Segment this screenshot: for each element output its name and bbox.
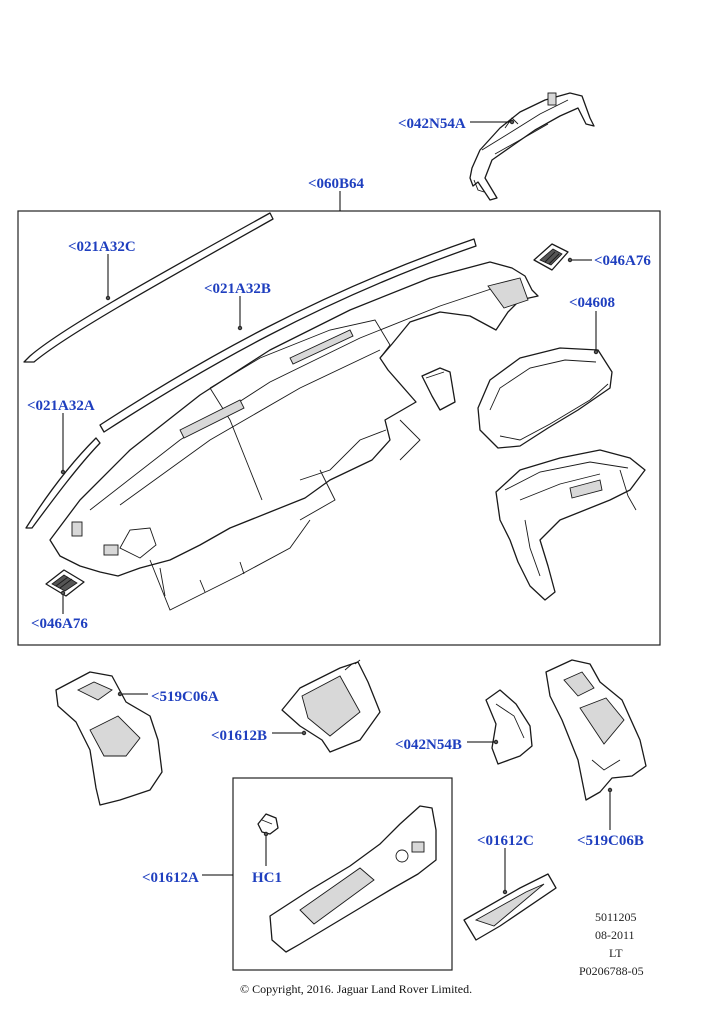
trim-strip-b [99,238,477,433]
top-bracket-part [469,92,595,201]
callout-strip-b[interactable]: <021A32B [204,281,271,297]
drawing-lt: LT [609,946,623,960]
callout-top-bracket[interactable]: <042N54A [398,116,466,132]
callout-console-trim[interactable]: <01612A [142,870,199,886]
callout-cluster-hood[interactable]: <04608 [569,295,615,311]
trim-strip-c [23,212,274,363]
callout-strip-a[interactable]: <021A32A [27,398,95,414]
copyright-text: © Copyright, 2016. Jaguar Land Rover Lim… [240,982,472,996]
drawing-code: 5011205 [595,910,637,924]
assembly-frame [17,210,661,646]
callout-vent-right[interactable]: <046A76 [594,253,651,269]
callout-strip-c[interactable]: <021A32C [68,239,136,255]
callout-panel-right[interactable]: <519C06B [577,833,644,849]
callout-panel-left[interactable]: <519C06A [151,689,219,705]
drawing-ref: P0206788-05 [579,964,644,978]
bezel-b-part [281,659,381,753]
connector-block-part [421,367,456,411]
side-panel-right-part [545,659,647,801]
vent-right-part [533,243,569,271]
cluster-hood-part [477,347,613,449]
instrument-panel-part [49,261,539,611]
bezel-c-part [463,873,557,941]
callout-bezel-b[interactable]: <01612B [211,728,267,744]
callout-assembly[interactable]: <060B64 [308,176,365,192]
vent-left-part [45,569,85,597]
drawing-date: 08-2011 [595,928,635,942]
console-trim-part [269,805,437,953]
bracket-small-part [485,689,533,765]
callout-bracket-small[interactable]: <042N54B [395,737,462,753]
trim-strip-a [25,437,101,529]
side-panel-left-part [55,671,163,806]
callout-clip[interactable]: HC1 [252,870,282,886]
console-frame [232,777,453,971]
clip-part [257,813,279,835]
support-structure-part [495,449,646,601]
callout-bezel-c[interactable]: <01612C [477,833,534,849]
callout-vent-left[interactable]: <046A76 [31,616,88,632]
